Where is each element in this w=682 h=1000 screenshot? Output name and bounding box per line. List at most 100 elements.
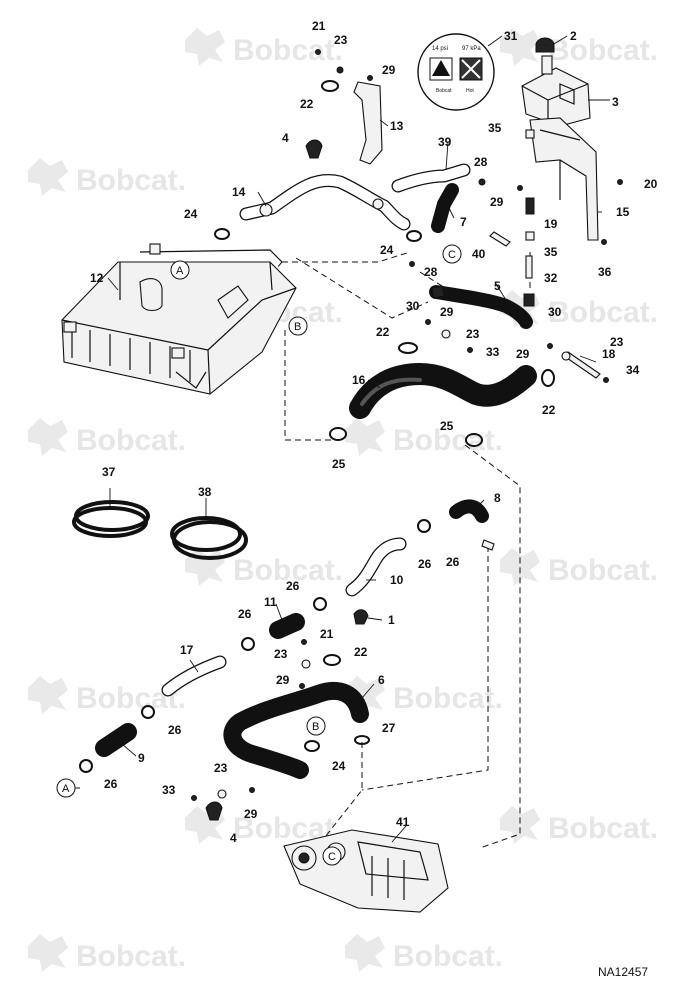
bolt-21 [315, 49, 321, 55]
ref-marker-a-label: A [176, 265, 184, 277]
route-line [295, 257, 429, 319]
callout-26: 26 [286, 579, 300, 593]
hose-11 [269, 613, 305, 639]
radiator-assembly [61, 243, 297, 395]
leader [391, 825, 407, 843]
route-line [282, 251, 411, 263]
watermark-text: Bobcat. [393, 940, 503, 973]
leader [475, 499, 485, 509]
callout-36: 36 [598, 265, 612, 279]
callout-13: 13 [390, 119, 404, 133]
pipe-10-inner [346, 538, 406, 596]
callout-30: 30 [548, 305, 562, 319]
bolt-29 [425, 319, 431, 325]
clamp-26 [313, 597, 327, 611]
nut-23 [441, 329, 451, 339]
lower-hoses [95, 499, 489, 779]
radiator-bracket [149, 243, 161, 255]
clamp-24 [304, 740, 320, 752]
callout-15: 15 [616, 205, 630, 219]
callout-17: 17 [180, 643, 194, 657]
warning-triangle-icon [432, 60, 450, 76]
leader [107, 277, 119, 291]
ref-marker-c [322, 846, 342, 866]
leader [275, 603, 283, 621]
watermark: Bobcat. [28, 158, 186, 197]
callout-33: 33 [486, 345, 500, 359]
callout-2: 2 [570, 29, 577, 43]
callout-24: 24 [332, 759, 346, 773]
callout-4: 4 [230, 831, 237, 845]
tube-32 [525, 255, 533, 279]
watermark: Bobcat. [28, 418, 186, 457]
clamp-25 [329, 427, 347, 441]
bobcat-logo-icon [500, 548, 540, 586]
callout-26: 26 [238, 607, 252, 621]
callout-35: 35 [544, 245, 558, 259]
callout-23: 23 [214, 761, 228, 775]
leader [361, 683, 375, 699]
callout-18: 18 [602, 347, 616, 361]
pipe-fitting [259, 203, 273, 217]
callout-23: 23 [610, 335, 624, 349]
clamp-25 [465, 433, 483, 447]
callout-19: 19 [544, 217, 558, 231]
callout-24: 24 [184, 207, 198, 221]
callout-14: 14 [232, 185, 246, 199]
radiator-bracket [63, 321, 77, 333]
callout-23: 23 [466, 327, 480, 341]
route-line [361, 546, 489, 791]
callout-23: 23 [274, 647, 288, 661]
overflow-hose [391, 163, 471, 193]
callout-21: 21 [320, 627, 334, 641]
callout-23: 23 [334, 33, 348, 47]
ref-marker-a [56, 778, 76, 798]
small-hoses [429, 183, 533, 329]
clamp-26 [241, 637, 255, 651]
hose-5 [429, 285, 533, 329]
watermark: Bobcat. [28, 934, 186, 973]
pipe-fitting [372, 198, 384, 210]
callout-12: 12 [90, 271, 104, 285]
callouts: 2 3 31 21 23 29 22 13 4 35 39 28 20 29 1… [90, 19, 658, 845]
watermark-text: Bobcat. [233, 34, 343, 67]
callout-29: 29 [276, 673, 290, 687]
ref-marker-b-label: B [312, 721, 319, 733]
radiator-mount [175, 371, 207, 389]
hardware [79, 49, 623, 821]
leader [121, 743, 137, 757]
clamp-22 [321, 80, 339, 92]
engine-pulley-hub [298, 852, 310, 864]
callout-26: 26 [418, 557, 432, 571]
decal-bottom-right: Hot [466, 88, 474, 94]
leader [367, 379, 381, 389]
washer-28 [409, 261, 415, 267]
watermark-layer: Bobcat. Bobcat. Bobcat. Bobcat. Bobcat. … [28, 28, 658, 973]
nut-23 [561, 351, 571, 361]
engine-block [283, 829, 449, 913]
leader [495, 283, 507, 301]
bobcat-logo-icon [345, 418, 385, 456]
radiator-outlet [217, 285, 249, 319]
callout-26: 26 [446, 555, 460, 569]
fitting-30 [431, 285, 445, 299]
callout-41: 41 [396, 815, 410, 829]
callout-29: 29 [516, 347, 530, 361]
fitting-40 [489, 231, 511, 247]
tank-neck [541, 55, 553, 75]
callout-8: 8 [494, 491, 501, 505]
hose-16-group [349, 363, 537, 419]
leader [447, 205, 455, 219]
hose-16 [349, 363, 537, 419]
clamp-22 [398, 342, 418, 354]
bobcat-logo-icon [185, 28, 225, 66]
watermark-text: Bobcat. [393, 424, 503, 457]
fitting-26 [481, 539, 495, 551]
callout-9: 9 [138, 751, 145, 765]
bobcat-logo-icon [345, 934, 385, 972]
route-line [284, 330, 332, 441]
leader-lines [107, 35, 610, 843]
callout-16: 16 [352, 373, 366, 387]
callout-22: 22 [354, 645, 368, 659]
watermark: Bobcat. [500, 806, 658, 845]
